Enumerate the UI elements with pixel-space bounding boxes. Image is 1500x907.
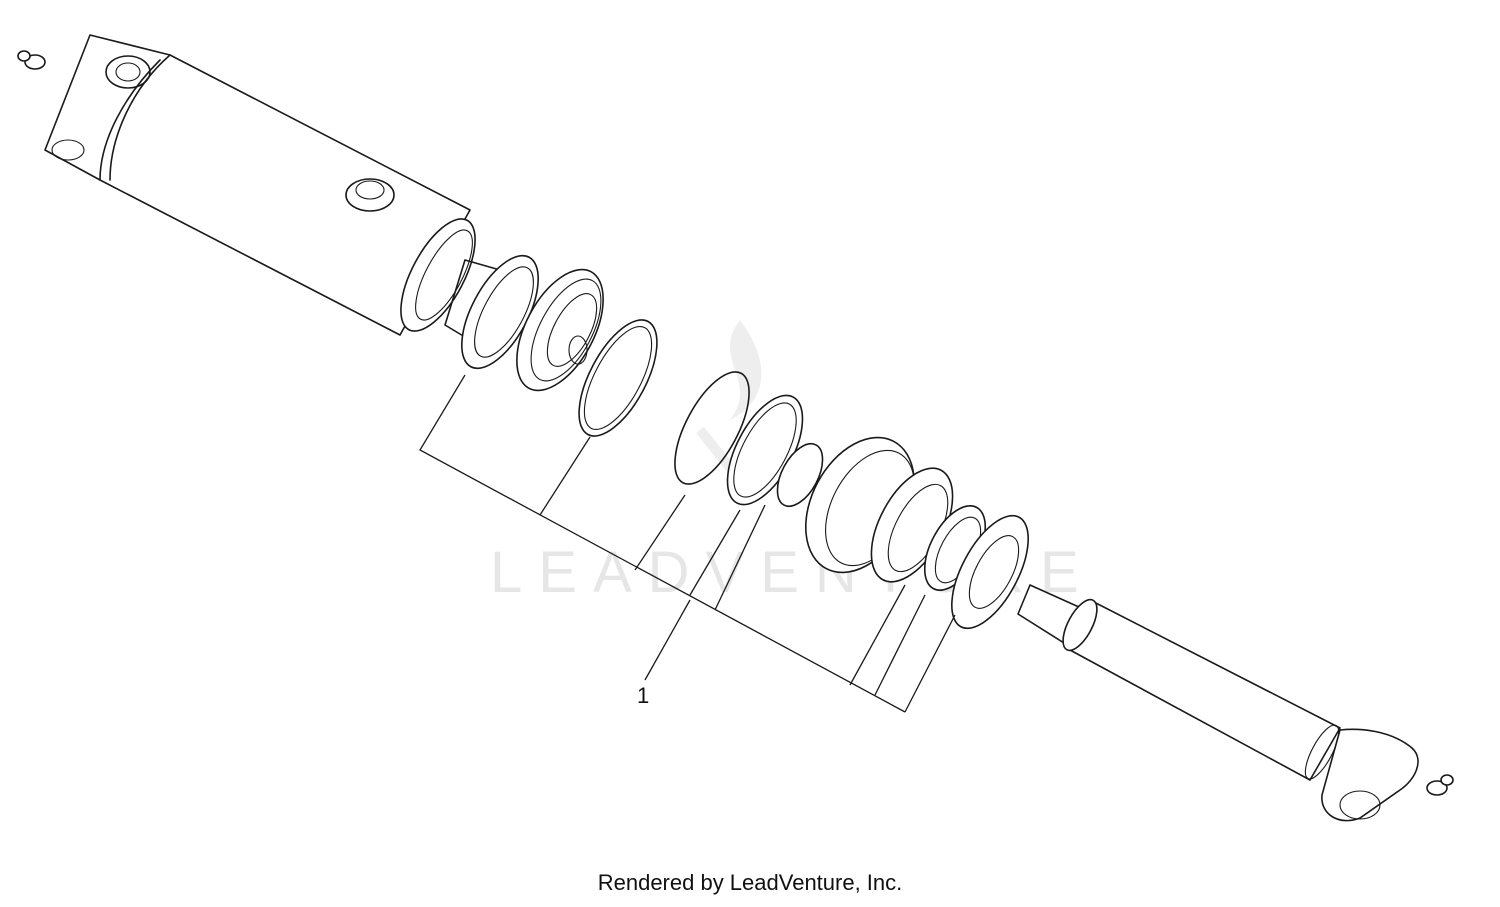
leader-lines bbox=[419, 374, 956, 713]
callout-1: 1 bbox=[637, 683, 649, 708]
piston-assembly bbox=[444, 254, 658, 437]
piston-rod bbox=[1017, 584, 1341, 781]
render-credit: Rendered by LeadVenture, Inc. bbox=[597, 870, 903, 895]
seal-rings bbox=[674, 371, 1029, 630]
rod-end bbox=[1321, 728, 1454, 822]
cylinder-barrel bbox=[44, 34, 476, 336]
grease-fitting-top bbox=[17, 50, 46, 70]
